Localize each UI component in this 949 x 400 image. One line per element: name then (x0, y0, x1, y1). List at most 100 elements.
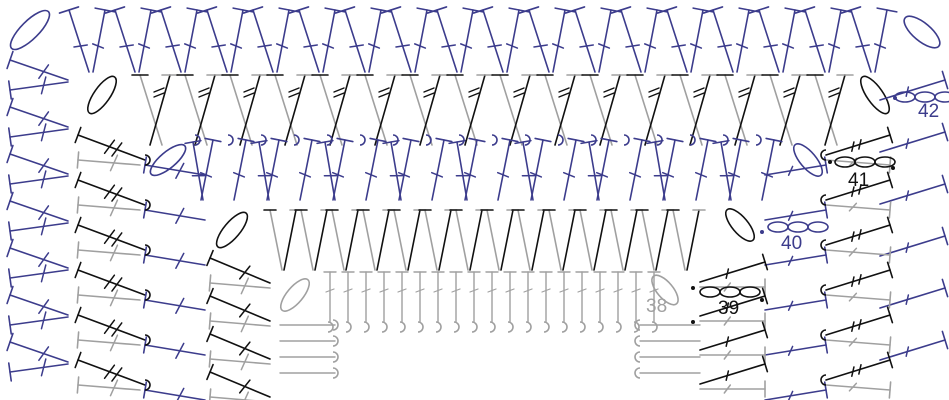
half-double-crochet-symbol (634, 74, 658, 146)
double-crochet-symbol (825, 204, 891, 211)
front-post-stitch-symbol (425, 134, 432, 146)
double-crochet-symbol (879, 339, 946, 361)
stitch-top-bar (76, 241, 80, 259)
double-crochet-symbol (699, 261, 766, 283)
stitch-top-bar (206, 249, 214, 267)
double-crochet-symbol (764, 299, 827, 311)
stitch-crossbar (38, 64, 50, 80)
front-post-stitch-symbol (332, 335, 339, 347)
double-crochet-symbol (368, 9, 382, 73)
stitch-crossbar (111, 142, 123, 157)
stitch-crossbar (40, 358, 47, 377)
double-crochet-symbol (9, 269, 69, 279)
stitch-top-bar (941, 70, 949, 90)
stitch-crossbar (468, 87, 480, 93)
stitch-crossbar (905, 346, 910, 357)
double-crochet-symbol (9, 316, 69, 326)
half-double-crochet-symbol (544, 74, 568, 146)
stitch-crossbar (433, 288, 443, 293)
stitch-crossbar (725, 268, 730, 279)
chain-stitch-symbol (894, 91, 916, 103)
stitch-crossbar (243, 92, 255, 98)
double-crochet-symbol (390, 9, 412, 73)
stitch-top-bar (501, 137, 519, 143)
stitch-crossbar (595, 171, 609, 178)
half-double-crochet-symbol (331, 209, 345, 271)
stitch-top-bar (580, 139, 598, 145)
stitch-crossbar (333, 87, 345, 93)
stitch-top-bar (6, 144, 14, 164)
front-post-stitch-symbol (557, 134, 564, 146)
half-double-crochet-symbol (329, 74, 351, 146)
stitch-top-bar (6, 97, 14, 117)
stitch-top-bar (334, 6, 356, 14)
stitch-crossbar (725, 336, 730, 347)
stitch-crossbar (395, 44, 410, 48)
double-crochet-symbol (825, 224, 891, 246)
stitch-crossbar (469, 288, 479, 293)
half-double-crochet-symbol (409, 74, 433, 146)
double-crochet-symbol (761, 139, 775, 201)
front-post-stitch-symbol (293, 134, 300, 146)
double-crochet-symbol (464, 139, 478, 201)
slip-stitch-symbol (891, 166, 895, 170)
stitch-crossbar (851, 321, 855, 332)
double-crochet-symbol (258, 141, 270, 201)
double-crochet-symbol (825, 159, 891, 166)
double-crochet-symbol (736, 9, 750, 73)
stitch-crossbar (321, 43, 335, 49)
stitch-crossbar (232, 171, 246, 178)
double-crochet-symbol (828, 9, 842, 73)
stitch-top-bar (7, 80, 13, 100)
stitch-crossbar (851, 186, 855, 197)
half-double-crochet-symbol (393, 209, 407, 271)
chain-stitch-symbol (807, 221, 829, 233)
stitch-top-bar (76, 196, 80, 214)
double-crochet-symbol (209, 371, 271, 398)
stitch-top-bar (646, 139, 664, 145)
double-crochet-symbol (206, 9, 228, 73)
double-crochet-symbol (233, 139, 247, 201)
slip-stitch-symbol (760, 298, 764, 302)
stitch-top-bar (448, 139, 466, 145)
double-crochet-symbol (522, 141, 534, 201)
double-crochet-symbol (144, 254, 206, 266)
stitch-crossbar (717, 44, 732, 48)
stitch-crossbar (579, 44, 594, 48)
stitch-crossbar (111, 277, 123, 292)
stitch-crossbar (38, 158, 50, 174)
front-post-stitch-symbol (144, 199, 151, 211)
front-post-stitch-symbol (623, 134, 630, 146)
stitch-top-bar (206, 325, 214, 343)
stitch-top-bar (435, 137, 453, 143)
stitch-crossbar (38, 299, 50, 315)
stitch-crossbar (468, 92, 480, 98)
stitch-top-bar (794, 6, 816, 14)
stitch-crossbar (851, 141, 855, 152)
stitch-top-bar (380, 6, 402, 14)
front-post-stitch-symbol (755, 134, 762, 146)
chain-stitch-symbol (279, 278, 311, 312)
front-post-stitch-symbol (332, 367, 339, 379)
double-crochet-symbol (596, 139, 610, 201)
stitch-crossbar (38, 346, 50, 362)
stitch-crossbar (809, 44, 824, 48)
double-crochet-symbol (782, 9, 796, 73)
stitch-crossbar (265, 171, 279, 178)
stitch-crossbar (153, 92, 165, 98)
stitch-crossbar (367, 43, 381, 49)
stitch-top-bar (567, 137, 585, 143)
stitch-crossbar (858, 274, 862, 285)
double-crochet-symbol (77, 384, 141, 391)
stitch-top-bar (564, 6, 586, 14)
stitch-crossbar (40, 217, 47, 236)
chain-stitch-symbol (699, 286, 721, 298)
stitch-crossbar (643, 43, 657, 49)
stitch-crossbar (559, 288, 569, 293)
stitch-top-bar (204, 137, 222, 143)
stitch-top-bar (941, 278, 949, 298)
double-crochet-symbol (344, 9, 366, 73)
half-double-crochet-symbol (464, 74, 486, 146)
stitch-top-bar (886, 216, 894, 234)
stitch-top-bar (748, 6, 770, 14)
